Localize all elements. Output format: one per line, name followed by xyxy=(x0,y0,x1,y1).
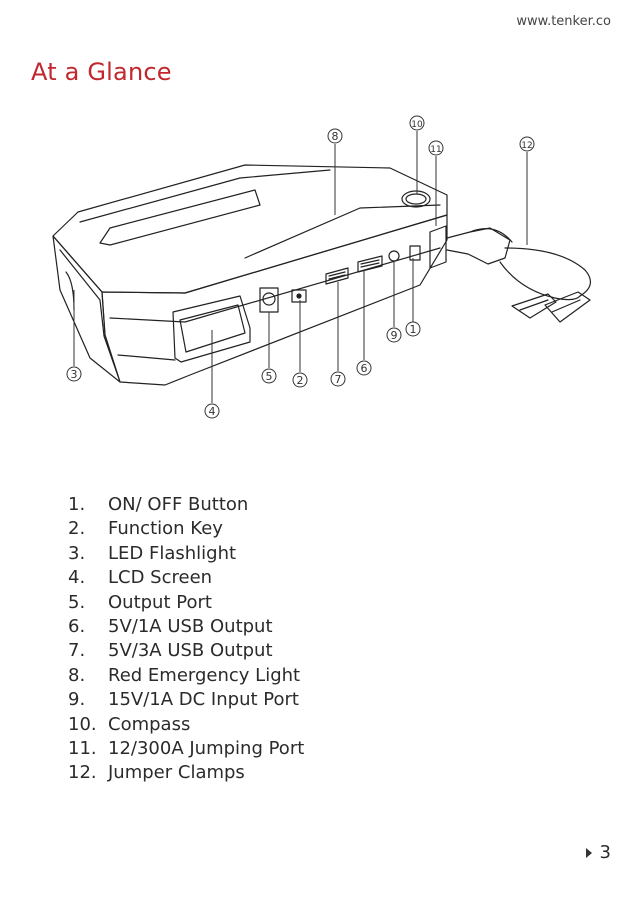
callout-11: 11 xyxy=(430,145,441,155)
dc-input-shape xyxy=(389,251,399,261)
list-item: 3.LED Flashlight xyxy=(68,542,304,566)
list-item: 11.12/300A Jumping Port xyxy=(68,737,304,761)
jumping-port-shape xyxy=(430,226,446,268)
device-left-side xyxy=(53,236,120,382)
list-item: 7.5V/3A USB Output xyxy=(68,639,304,663)
callout-5: 5 xyxy=(266,370,273,383)
callout-3: 3 xyxy=(71,368,78,381)
callout-1: 1 xyxy=(410,323,417,336)
list-item: 6.5V/1A USB Output xyxy=(68,615,304,639)
list-item: 8.Red Emergency Light xyxy=(68,664,304,688)
triangle-right-icon xyxy=(586,848,592,858)
list-item: 10.Compass xyxy=(68,713,304,737)
list-item: 1.ON/ OFF Button xyxy=(68,493,304,517)
callout-8: 8 xyxy=(332,130,339,143)
parts-list: 1.ON/ OFF Button 2.Function Key 3.LED Fl… xyxy=(68,493,304,786)
list-item: 5.Output Port xyxy=(68,591,304,615)
callout-2: 2 xyxy=(297,374,304,387)
callout-12: 12 xyxy=(521,141,532,151)
callout-9: 9 xyxy=(391,329,398,342)
callout-6: 6 xyxy=(361,362,368,375)
list-item: 9.15V/1A DC Input Port xyxy=(68,688,304,712)
jump-starter-diagram: 1 2 3 4 5 6 7 8 9 10 11 12 xyxy=(0,0,643,440)
clamp-right-shape xyxy=(545,292,590,322)
callout-4: 4 xyxy=(209,405,216,418)
callout-10: 10 xyxy=(411,120,423,130)
page-number: 3 xyxy=(586,842,611,863)
callout-7: 7 xyxy=(335,373,342,386)
list-item: 2.Function Key xyxy=(68,517,304,541)
power-button-shape xyxy=(410,246,420,260)
list-item: 4.LCD Screen xyxy=(68,566,304,590)
jumper-cable-shape xyxy=(447,228,510,264)
clamp-left-shape xyxy=(512,294,556,318)
list-item: 12.Jumper Clamps xyxy=(68,761,304,785)
